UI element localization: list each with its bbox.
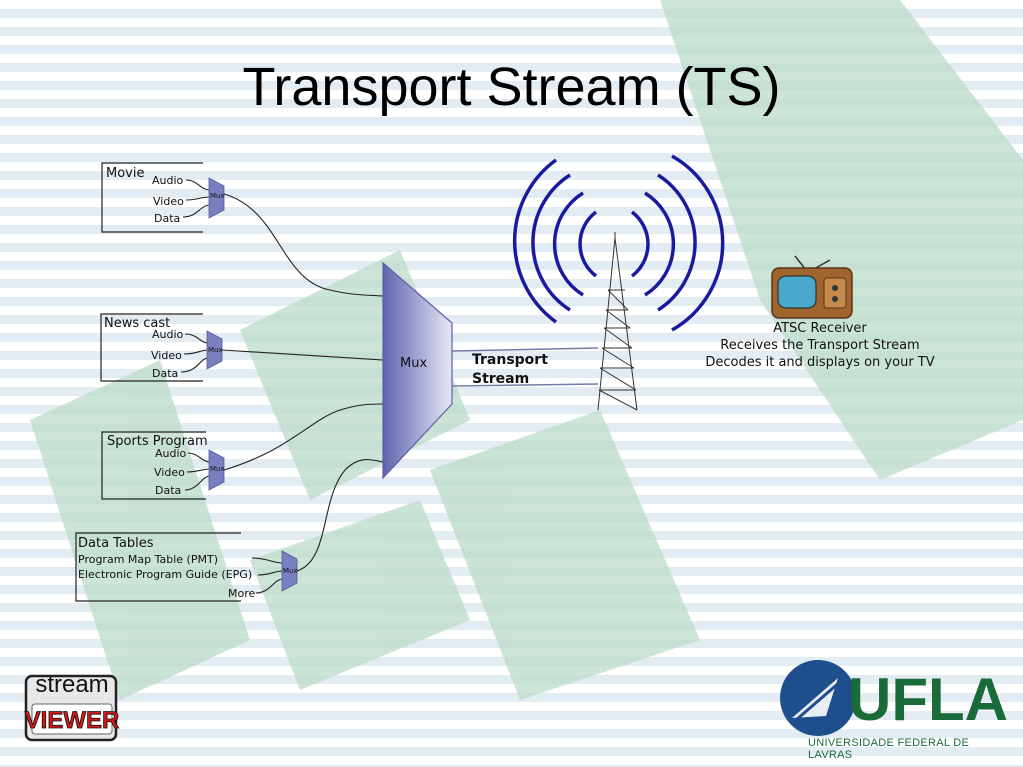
small-mux-label: Mux [210,465,225,473]
tv-icon [771,255,853,319]
small-mux-label: Mux [283,567,298,575]
mux-connectors [221,193,384,572]
ufla-logo-name: UFLA [848,666,1008,733]
streamviewer-logo: stream VIEWER [24,671,120,742]
small-mux-label: Mux [210,192,225,200]
transport-label-1: Transport [472,352,548,368]
small-mux-label: Mux [208,346,223,354]
stream-connectors [180,179,284,594]
stream-label: Video [154,466,185,479]
transport-lines [451,347,599,387]
main-mux [382,261,453,480]
stream-label: Data [152,367,178,380]
stream-label: Video [153,195,184,208]
stream-label: More [228,587,256,600]
group-name-newscast: News cast [104,316,170,331]
radio-wave-icon [512,154,725,332]
ufla-logo: UFLA [780,660,1008,736]
stream-label: Audio [152,174,184,187]
group-brackets [75,162,241,602]
receiver-description: ATSC Receiver Receives the Transport Str… [690,320,950,371]
slide-title: Transport Stream (TS) [242,57,781,117]
transport-label-2: Stream [472,371,529,387]
stream-label: Audio [155,447,187,460]
receiver-line: Receives the Transport Stream [720,338,920,353]
group-name-datatables: Data Tables [78,536,154,551]
tower-icon [597,232,638,411]
small-muxes [206,177,298,592]
main-mux-label: Mux [400,356,427,371]
stream-label: Video [151,349,182,362]
group-name-movie: Movie [106,166,144,181]
stream-label: Data [154,212,180,225]
receiver-line: Decodes it and displays on your TV [705,355,935,370]
group-name-sports: Sports Program [107,434,208,449]
stream-label: Program Map Table (PMT) [78,553,218,566]
logo-left-bottom: VIEWER [25,707,120,734]
stream-label: Audio [152,328,184,341]
stream-label: Data [155,484,181,497]
stream-label: Electronic Program Guide (EPG) [78,568,252,581]
ufla-subtitle: UNIVERSIDADE FEDERAL DE LAVRAS [808,737,970,761]
receiver-line: ATSC Receiver [773,321,867,336]
logo-left-top: stream [35,671,108,698]
